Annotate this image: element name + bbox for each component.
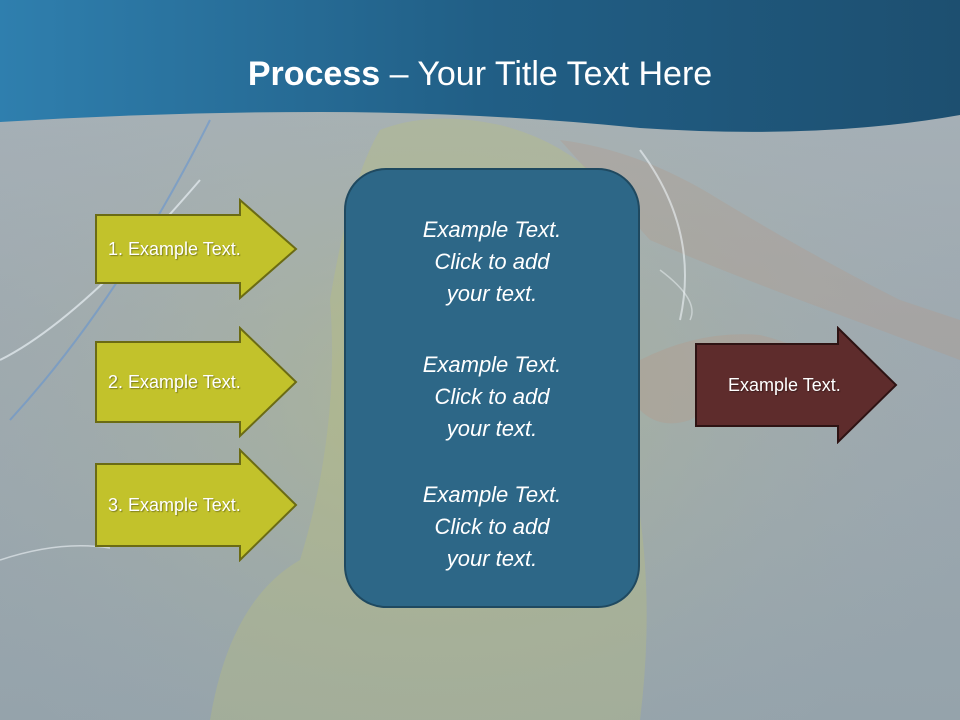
right-arrow-label: Example Text. xyxy=(728,374,841,395)
left-arrow-2-label: 2. Example Text. xyxy=(108,371,241,392)
arrow-right-shape-icon xyxy=(695,326,898,444)
left-arrow-1-label: 1. Example Text. xyxy=(108,238,241,259)
right-arrow[interactable]: Example Text. xyxy=(694,326,900,444)
center-block-3-line-1: Example Text. xyxy=(422,482,562,507)
center-text-box[interactable]: Example Text. Click to add your text. Ex… xyxy=(344,168,640,608)
left-arrow-2[interactable]: 2. Example Text. xyxy=(94,326,300,438)
center-block-1-line-3: your text. xyxy=(446,281,538,306)
title-rest: – Your Title Text Here xyxy=(380,55,713,93)
center-block-1-line-2: Click to add xyxy=(434,249,550,274)
center-block-2-line-1: Example Text. xyxy=(422,352,562,377)
center-block-1: Example Text. Click to add your text. xyxy=(346,214,638,310)
page-title: Process – Your Title Text Here xyxy=(0,54,960,94)
title-bold: Process xyxy=(247,55,381,93)
left-arrow-1[interactable]: 1. Example Text. xyxy=(94,198,300,300)
center-block-1-line-1: Example Text. xyxy=(422,217,562,242)
center-block-3: Example Text. Click to add your text. xyxy=(346,479,638,575)
center-block-3-line-3: your text. xyxy=(446,546,538,571)
arrow-right-shape-icon xyxy=(95,326,298,438)
left-arrow-3-label: 3. Example Text. xyxy=(108,494,241,515)
arrow-right-shape-icon xyxy=(95,198,298,300)
center-block-2-line-2: Click to add xyxy=(434,384,550,409)
header-band xyxy=(0,0,960,132)
left-arrow-3[interactable]: 3. Example Text. xyxy=(94,448,300,562)
center-block-2-line-3: your text. xyxy=(446,416,538,441)
center-block-3-line-2: Click to add xyxy=(434,514,550,539)
center-block-2: Example Text. Click to add your text. xyxy=(346,349,638,445)
arrow-right-shape-icon xyxy=(95,448,298,562)
